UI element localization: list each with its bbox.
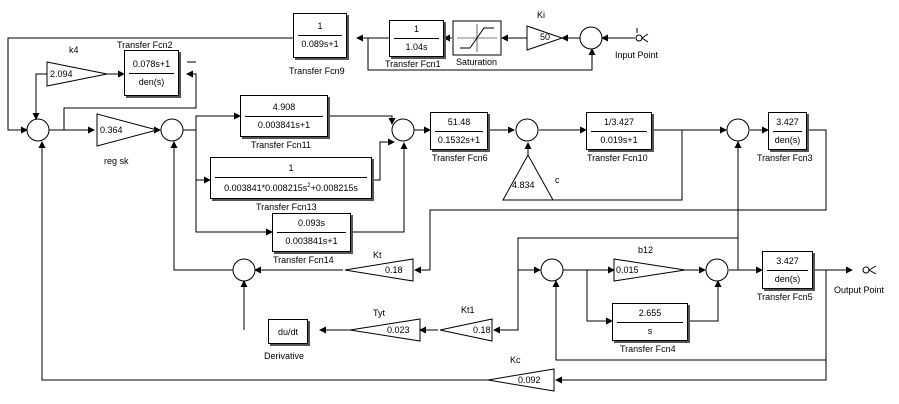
sum-reg [160,118,184,142]
tf9-denominator: 0.089s+1 [301,39,339,49]
b12-value: 0.015 [616,265,639,275]
tf13-den-main: 0.003841*0.008215s [224,182,308,193]
regsk-gain-shape [96,113,159,147]
k4-gain-shape [46,61,108,87]
sum-circles [26,26,750,282]
saturation-label: Saturation [456,57,498,67]
tf13-denominator: 0.003841*0.008215s2+0.008215s [211,178,371,194]
transfer-fcn14-label: Transfer Fcn14 [273,255,334,265]
transfer-fcn1-block[interactable]: 1 1.04s [389,20,444,57]
sum-c [515,118,539,142]
derivative-text: du/dt [277,326,299,337]
regsk-value: 0.364 [100,125,123,135]
kt-gain-shape [344,258,414,282]
kc-value: 0.092 [518,375,541,385]
tf9-numerator: 1 [298,21,342,36]
kt-value: 0.18 [385,265,403,275]
transfer-fcn6-block[interactable]: 51.48 0.1532s+1 [430,112,488,150]
input-port-icon [635,28,649,43]
tf5-numerator: 3.427 [767,256,808,271]
tf3-numerator: 3.427 [773,117,802,132]
sum-b12-out [705,258,729,282]
b12-gain-shape [613,258,686,282]
tf13-den-tail: +0.008215s [310,182,358,193]
tf6-denominator: 0.1532s+1 [437,134,481,145]
transfer-fcn3-block[interactable]: 3.427 den(s) [768,112,807,150]
kt1-gain-shape [439,318,493,342]
output-port-icon [862,265,877,275]
tf14-numerator: 0.093s [277,218,346,233]
transfer-fcn13-label: Transfer Fcn13 [256,202,317,212]
sum-outer [26,118,50,142]
kt1-label: Kt1 [461,305,475,315]
transfer-fcn14-block[interactable]: 0.093s 0.003841s+1 [272,213,351,252]
c-value: 4.834 [512,180,535,190]
derivative-label: Derivative [264,351,305,361]
tf2-numerator: 0.078s+1 [129,59,174,74]
tyt-value: 0.023 [387,325,410,335]
transfer-fcn1-label: Transfer Fcn1 [385,59,441,69]
output-point-label: Output Point [834,285,885,295]
sum-b12-in [540,258,564,282]
input-point-label: Input Point [615,50,659,60]
tf2-denominator: den(s) [138,76,165,87]
transfer-fcn3-label: Transfer Fcn3 [757,153,813,163]
sum-tf3 [726,118,750,142]
gain-triangles [46,25,686,392]
tf11-numerator: 4.908 [245,102,323,117]
transfer-fcn11-block[interactable]: 4.908 0.003841s+1 [240,95,328,137]
k4-value: 2.094 [50,69,73,79]
tf4-numerator: 2.655 [617,308,683,323]
tf1-numerator: 1 [394,24,439,39]
tf1-denominator: 1.04s [405,42,428,52]
transfer-fcn4-label: Transfer Fcn4 [620,344,676,354]
sum-kt [232,258,256,282]
ki-label: Ki [537,10,546,20]
saturation-graphic [452,20,502,56]
transfer-fcn2-label: Transfer Fcn2 [117,40,173,50]
ki-gain-shape [526,25,564,51]
transfer-fcn2-block[interactable]: 0.078s+1 den(s) [124,50,179,96]
regsk-label: reg sk [104,156,129,166]
tf6-numerator: 51.48 [435,117,483,132]
b12-label: b12 [638,245,654,255]
transfer-fcn4-block[interactable]: 2.655 s [612,303,688,341]
kc-label: Kc [510,355,521,365]
tf10-denominator: 0.019s+1 [600,134,638,145]
sum-input [579,26,603,50]
kt1-value: 0.18 [473,325,491,335]
tf10-numerator: 1/3.427 [591,117,647,132]
ki-value: 50 [540,32,551,42]
transfer-fcn9-block[interactable]: 1 0.089s+1 [293,13,347,58]
c-gain-shape [502,153,554,201]
tf13-den-exp: 2 [307,182,311,189]
transfer-fcn6-label: Transfer Fcn6 [432,153,488,163]
k4-label: k4 [69,45,79,55]
derivative-block[interactable]: du/dt [268,319,308,344]
tf11-denominator: 0.003841s+1 [257,119,311,130]
transfer-fcn5-block[interactable]: 3.427 den(s) [762,251,813,289]
transfer-fcn5-label: Transfer Fcn5 [757,292,813,302]
c-label: c [555,175,560,185]
kt-label: Kt [373,250,382,260]
kc-gain-shape [487,368,555,392]
transfer-fcn10-label: Transfer Fcn10 [587,153,648,163]
tyt-label: Tyt [373,308,386,318]
transfer-fcn11-label: Transfer Fcn11 [251,140,312,150]
transfer-fcn9-label: Transfer Fcn9 [289,66,345,76]
tf13-numerator: 1 [215,163,367,178]
transfer-fcn10-block[interactable]: 1/3.427 0.019s+1 [586,112,652,150]
tyt-gain-shape [349,318,421,342]
tf5-denominator: den(s) [774,273,801,284]
signal-lines [7,34,853,384]
tf14-denominator: 0.003841s+1 [285,236,338,246]
tf4-denominator: s [647,325,653,336]
sum-tf6 [391,118,415,142]
tf3-denominator: den(s) [774,134,801,145]
